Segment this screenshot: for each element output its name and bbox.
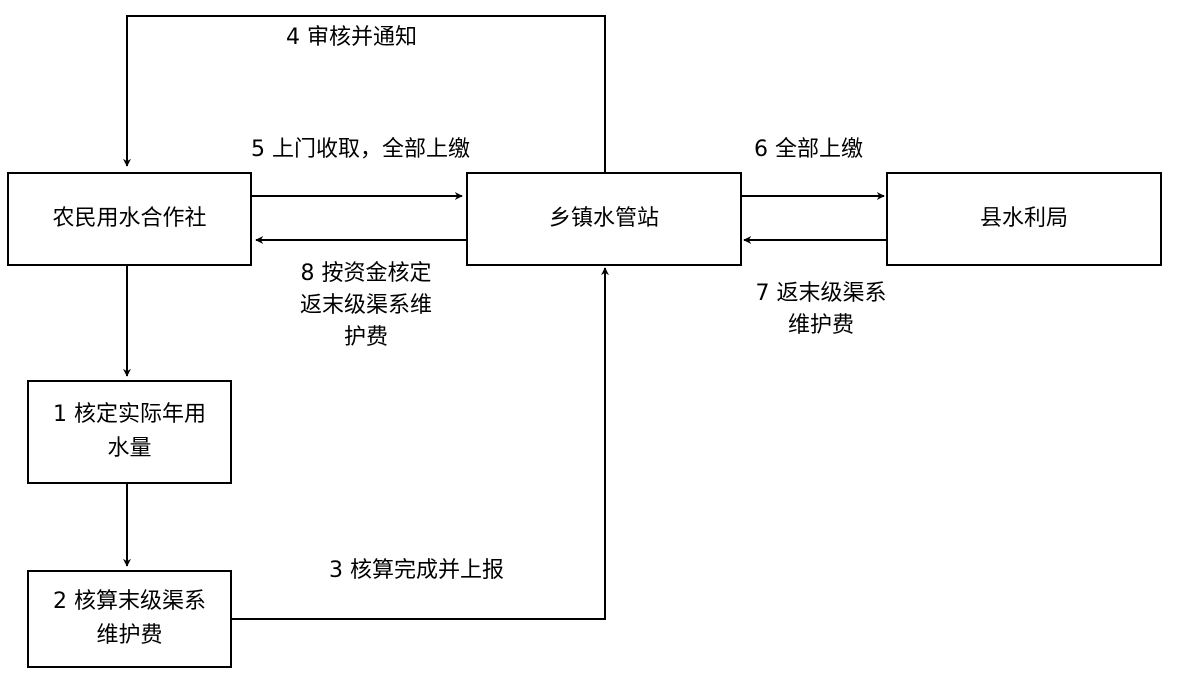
node-county-water-bureau[interactable]: 县水利局 [886, 172, 1162, 266]
node-step1-label: 1 核定实际年用 水量 [53, 402, 206, 461]
edge-label-4-review-notify: 4 审核并通知 [286, 22, 417, 54]
node-county-water-bureau-label: 县水利局 [979, 206, 1068, 231]
edge-label-7-return-fee: 7 返末级渠系 维护费 [740, 278, 902, 342]
edge-line-4-review-notify [123, 15, 606, 172]
node-step1-verify-water-volume[interactable]: 1 核定实际年用 水量 [27, 380, 232, 484]
edge-label-8-return-fee: 8 按资金核定 返末级渠系维 护费 [276, 258, 456, 354]
edge-label-3-calc-report: 3 核算完成并上报 [329, 555, 504, 587]
edge-line-3-calc-report [232, 267, 609, 620]
edge-label-5-collect-remit: 5 上门收取，全部上缴 [251, 134, 470, 166]
node-water-user-cooperative[interactable]: 农民用水合作社 [7, 172, 252, 266]
node-step2-label: 2 核算末级渠系 维护费 [53, 589, 206, 648]
node-water-user-cooperative-label: 农民用水合作社 [52, 206, 207, 231]
node-step2-calc-maintenance-fee[interactable]: 2 核算末级渠系 维护费 [27, 570, 232, 668]
node-township-water-station-label: 乡镇水管站 [548, 206, 659, 231]
node-township-water-station[interactable]: 乡镇水管站 [466, 172, 742, 266]
edge-label-6-remit-all: 6 全部上缴 [754, 134, 863, 166]
